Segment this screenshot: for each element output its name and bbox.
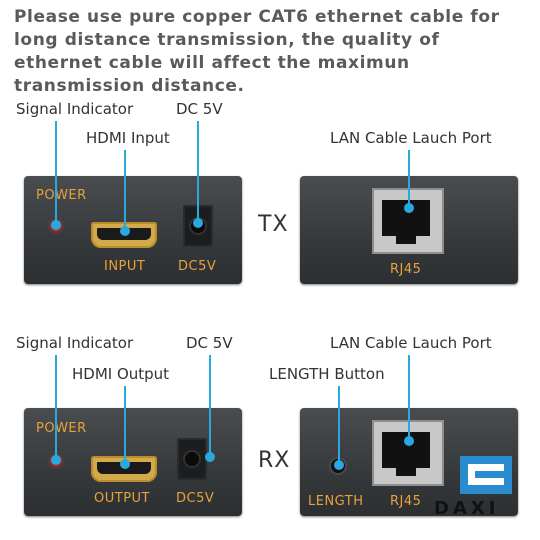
- rx-lan-callout: LAN Cable Lauch Port: [330, 334, 492, 352]
- rx-signal-dot: [51, 455, 61, 465]
- brand-logo-icon: [460, 456, 512, 494]
- tx-signal-line: [55, 121, 57, 225]
- tx-hdmi-dot: [120, 226, 130, 236]
- tx-hdmi-line: [124, 150, 126, 230]
- rx-dc-jack: [177, 438, 207, 480]
- rx-length-line: [338, 386, 340, 464]
- tx-input-label: INPUT: [104, 259, 146, 274]
- tx-signal-callout: Signal Indicator: [16, 100, 134, 118]
- rx-length-callout: LENGTH Button: [269, 365, 385, 383]
- tx-signal-dot: [51, 220, 61, 230]
- rx-dc-line: [209, 355, 211, 455]
- rx-signal-line: [55, 355, 57, 459]
- rx-rj45-port: [372, 420, 444, 486]
- rx-length-dot: [334, 460, 344, 470]
- rx-length-label: LENGTH: [308, 494, 364, 509]
- rx-hdmi-dot: [120, 459, 130, 469]
- rx-dc-dot: [205, 452, 215, 462]
- rx-hdmi-line: [124, 386, 126, 464]
- tx-hdmi-callout: HDMI Input: [86, 129, 170, 147]
- rx-power-label: POWER: [36, 421, 87, 436]
- rx-lan-line: [408, 355, 410, 441]
- tx-dc-callout: DC 5V: [176, 100, 223, 118]
- tx-dc-label: DC5V: [178, 259, 217, 274]
- tx-dc-line: [197, 121, 199, 223]
- rx-dc-callout: DC 5V: [186, 334, 233, 352]
- brand-logo-text: DAXI: [434, 498, 500, 519]
- tx-lan-line: [408, 150, 410, 206]
- rx-tag: RX: [258, 448, 291, 473]
- tx-tag: TX: [258, 212, 289, 237]
- rx-dc-label: DC5V: [176, 491, 215, 506]
- tx-rj45-label: RJ45: [390, 262, 422, 277]
- tx-lan-callout: LAN Cable Lauch Port: [330, 129, 492, 147]
- tx-lan-dot: [404, 203, 414, 213]
- tx-dc-dot: [193, 218, 203, 228]
- cable-note: Please use pure copper CAT6 ethernet cab…: [14, 7, 500, 96]
- rx-lan-dot: [404, 436, 414, 446]
- tx-power-label: POWER: [36, 188, 87, 203]
- rx-hdmi-callout: HDMI Output: [72, 365, 170, 383]
- rx-output-label: OUTPUT: [94, 491, 150, 506]
- rx-signal-callout: Signal Indicator: [16, 334, 134, 352]
- rx-rj45-label: RJ45: [390, 494, 422, 509]
